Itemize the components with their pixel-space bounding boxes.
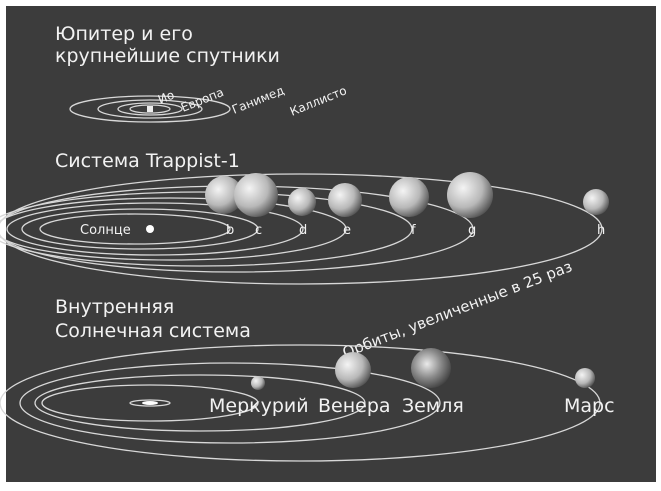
planet-label-d: d	[299, 223, 307, 238]
planet-c-icon	[234, 173, 278, 217]
planet-label-h: h	[597, 223, 605, 238]
star-icon	[146, 225, 154, 233]
trappist-planets	[205, 172, 609, 218]
planet-label-e: e	[343, 223, 351, 238]
inner-title-line1: Внутренняя	[55, 296, 174, 318]
planet-d-icon	[288, 188, 316, 216]
jupiter-orbits	[69, 95, 231, 123]
planet-label-mercury: Меркурий	[209, 395, 309, 417]
trappist-title: Система Trappist-1	[55, 150, 240, 172]
venus-icon	[335, 352, 371, 388]
moon-label-io: Ио	[156, 88, 176, 107]
inner-orbits	[0, 344, 601, 462]
sun-label: Солнце	[80, 223, 131, 238]
jupiter-title-line2: крупнейшие спутники	[55, 45, 280, 67]
planet-f-icon	[389, 177, 429, 217]
jupiter-title-line1: Юпитер и его	[55, 23, 193, 45]
inner-title-line2: Солнечная система	[55, 320, 251, 342]
planet-label-f: f	[411, 223, 416, 238]
planet-label-c: c	[255, 223, 262, 238]
planet-label-mars: Марс	[564, 395, 615, 417]
planet-b-icon	[205, 176, 243, 214]
jupiter-icon	[147, 106, 153, 112]
mars-icon	[575, 368, 595, 388]
mercury-icon	[251, 376, 265, 390]
planet-label-venus: Венера	[318, 395, 391, 417]
planet-g-icon	[447, 172, 493, 218]
planet-label-earth: Земля	[402, 395, 464, 417]
planet-label-g: g	[468, 223, 476, 238]
planet-h-icon	[583, 189, 609, 215]
earth-icon	[411, 348, 451, 388]
planet-label-b: b	[226, 223, 234, 238]
planet-e-icon	[328, 183, 362, 217]
sun-icon	[142, 401, 158, 405]
